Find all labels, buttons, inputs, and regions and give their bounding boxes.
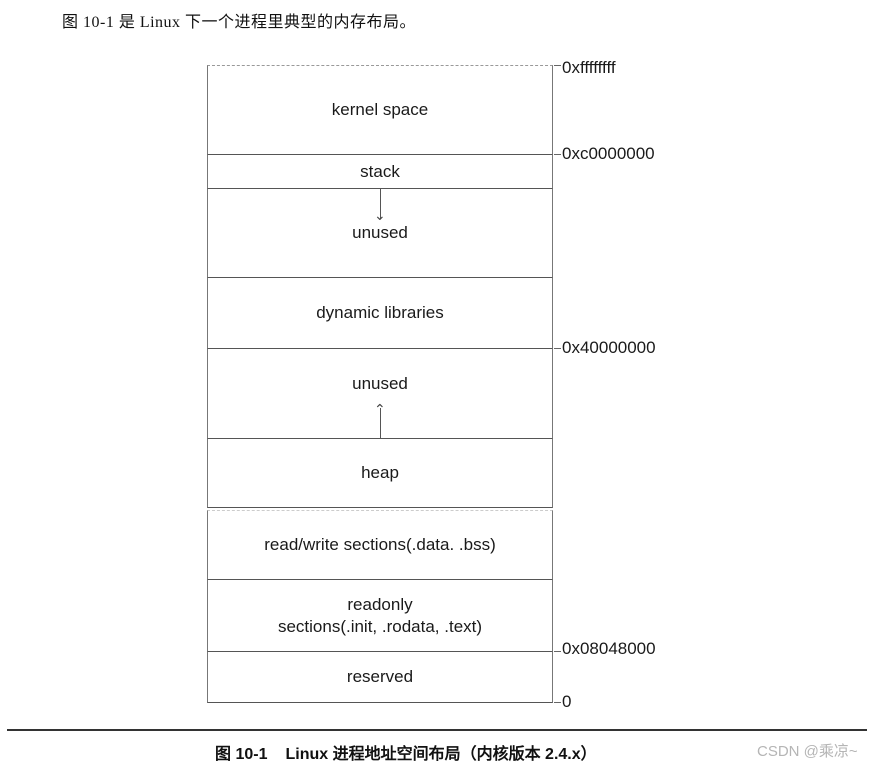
segment-reserved: reserved bbox=[207, 651, 553, 703]
address-tick bbox=[554, 65, 561, 66]
segment-unused-upper: unused bbox=[207, 188, 553, 277]
segment-kernel-space: kernel space bbox=[207, 65, 553, 154]
address-tick bbox=[554, 348, 561, 349]
segment-label: unused bbox=[352, 223, 408, 242]
segment-label: read/write sections(.data. .bss) bbox=[264, 535, 496, 554]
segment-dynamic-libraries: dynamic libraries bbox=[207, 277, 553, 348]
segment-unused-lower: unused bbox=[207, 348, 553, 438]
intro-text: 图 10-1 是 Linux 下一个进程里典型的内存布局。 bbox=[62, 14, 417, 31]
segment-readonly-sections: readonly sections(.init, .rodata, .text) bbox=[207, 579, 553, 651]
segment-label: kernel space bbox=[331, 100, 429, 119]
segment-label: stack bbox=[360, 161, 400, 181]
heap-growth-arrow-line bbox=[380, 408, 381, 438]
address-label-top: 0xffffffff bbox=[562, 58, 616, 77]
figure-caption-text: Linux 进程地址空间布局（内核版本 2.4.x） bbox=[285, 746, 597, 763]
address-label-zero: 0 bbox=[562, 692, 572, 711]
arrow-down-icon: ⌄ bbox=[374, 207, 386, 223]
address-tick bbox=[554, 651, 561, 652]
figure-caption: 图 10-1 Linux 进程地址空间布局（内核版本 2.4.x） bbox=[215, 740, 597, 764]
segment-label: unused bbox=[352, 373, 408, 393]
segment-label: heap bbox=[361, 463, 399, 482]
segment-heap: heap bbox=[207, 438, 553, 508]
segment-label: reserved bbox=[346, 667, 414, 686]
segment-label-line1: readonly bbox=[347, 594, 413, 614]
arrow-up-icon: ⌃ bbox=[374, 401, 386, 417]
address-label-kernel-boundary: 0xc0000000 bbox=[562, 144, 655, 163]
segment-label: dynamic libraries bbox=[316, 303, 444, 322]
stack-growth-arrow-line bbox=[380, 189, 381, 219]
segment-label-line2: sections(.init, .rodata, .text) bbox=[277, 616, 483, 636]
segment-read-write-sections: read/write sections(.data. .bss) bbox=[207, 510, 553, 579]
watermark: CSDN @乘凉~ bbox=[757, 743, 858, 760]
segment-stack: stack bbox=[207, 154, 553, 188]
address-label-text-start: 0x08048000 bbox=[562, 639, 656, 658]
address-label-mmap-base: 0x40000000 bbox=[562, 338, 656, 357]
address-tick bbox=[554, 702, 561, 703]
figure-number: 图 10-1 bbox=[215, 746, 268, 763]
caption-divider bbox=[7, 729, 867, 731]
address-tick bbox=[554, 154, 561, 155]
